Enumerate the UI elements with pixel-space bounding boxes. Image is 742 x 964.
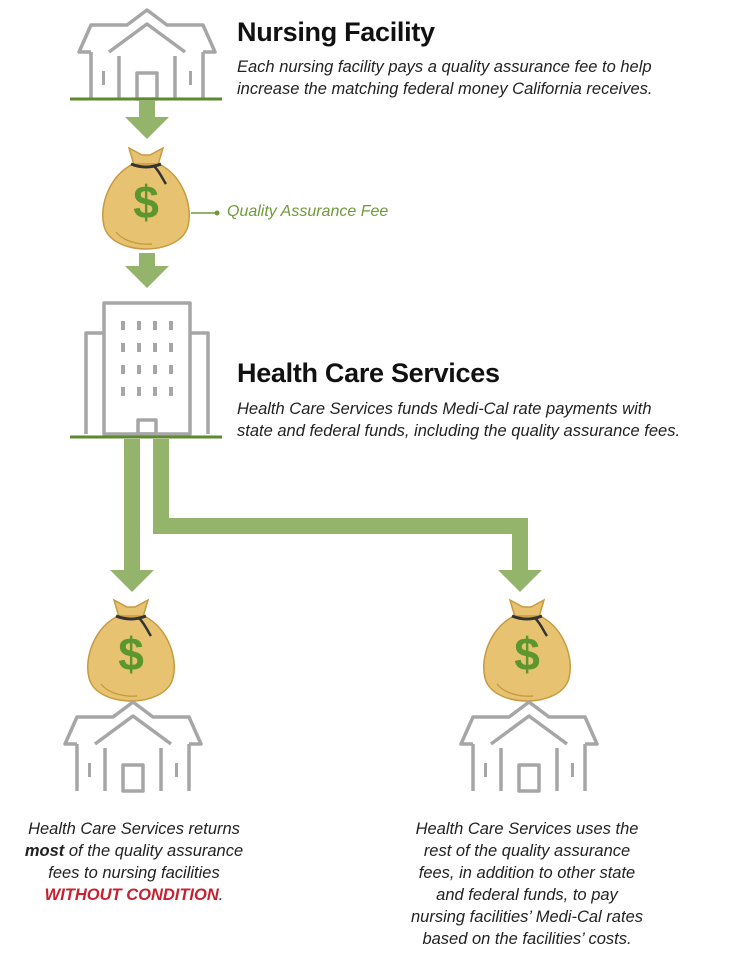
building-window (153, 365, 157, 374)
left-caption-line: fees to nursing facilities (48, 864, 220, 882)
health-care-services-description-line: state and federal funds, including the q… (237, 422, 681, 440)
right-caption-line: nursing facilities’ Medi-Cal rates (410, 908, 643, 926)
left-money-bag-icon (86, 598, 176, 703)
arrow-to-left-facility (110, 439, 154, 592)
building-window (137, 365, 141, 374)
left-caption-line: Health Care Services returns (28, 820, 240, 838)
building-window (137, 343, 141, 352)
right-caption-line: fees, in addition to other state (418, 864, 636, 882)
left-caption-line: WITHOUT CONDITION. (4, 884, 264, 906)
building-window (169, 321, 173, 330)
right-caption-line: Health Care Services uses the (415, 820, 639, 838)
left-nursing-facility-house-icon (63, 700, 203, 793)
nursing-facility-description: Each nursing facility pays a quality ass… (237, 56, 652, 100)
nursing-facility-description-line: Each nursing facility pays a quality ass… (237, 58, 652, 76)
building-window (153, 387, 157, 396)
nursing-facility-title: Nursing Facility (237, 17, 435, 47)
building-window (121, 387, 125, 396)
nursing-facility-description-line: increase the matching federal money Cali… (237, 80, 653, 98)
left-caption-emphasis-most: most (24, 842, 65, 860)
building-window (121, 321, 125, 330)
arrow-to-right-facility (153, 439, 542, 592)
quality-assurance-fee-label: Quality Assurance Fee (227, 203, 389, 220)
building-window (169, 343, 173, 352)
fee-label-dot (214, 210, 220, 216)
nursing-facility-house-icon (77, 8, 217, 101)
right-caption-line: rest of the quality assurance (423, 842, 631, 860)
building-window (121, 365, 125, 374)
right-caption-line: based on the facilities’ costs. (422, 930, 632, 948)
health-care-services-title: Health Care Services (237, 358, 500, 388)
building-window (169, 365, 173, 374)
right-nursing-facility-house-icon (459, 700, 599, 793)
building-window (153, 321, 157, 330)
building-window (121, 343, 125, 352)
right-outcome-caption: Health Care Services uses the rest of th… (382, 818, 672, 950)
left-caption-text: of the quality assurance (64, 842, 244, 860)
building-window (137, 321, 141, 330)
building-window (153, 343, 157, 352)
building-window (169, 387, 173, 396)
right-money-bag-icon (482, 598, 572, 703)
health-care-services-description: Health Care Services funds Medi-Cal rate… (237, 398, 680, 442)
left-outcome-caption: Health Care Services returns most of the… (4, 818, 264, 906)
building-window (137, 387, 141, 396)
arrow-to-health-care-services (125, 253, 169, 288)
right-caption-line: and federal funds, to pay (436, 886, 618, 904)
arrow-to-fee (125, 101, 169, 139)
left-caption-line: most of the quality assurance (4, 840, 264, 862)
quality-assurance-fee-money-bag-icon (101, 146, 191, 251)
left-caption-emphasis-without-condition: WITHOUT CONDITION (44, 886, 219, 904)
left-caption-period: . (218, 886, 224, 904)
health-care-services-description-line: Health Care Services funds Medi-Cal rate… (237, 400, 652, 418)
health-care-services-office-building-icon (84, 301, 210, 436)
